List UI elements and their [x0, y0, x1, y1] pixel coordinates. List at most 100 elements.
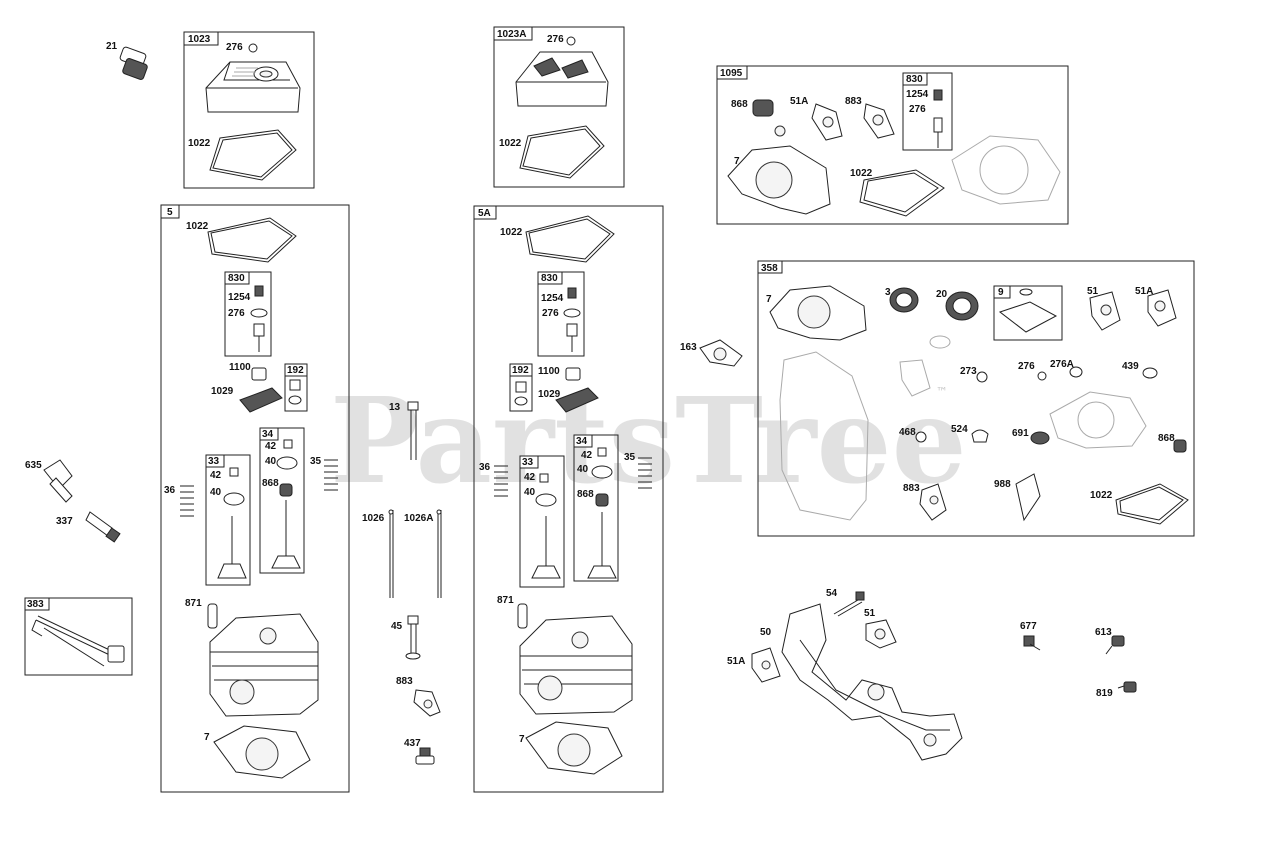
callout-36: 36 — [479, 462, 491, 473]
group-tag: 34 — [576, 436, 588, 447]
group-tag: 1023A — [497, 29, 526, 40]
callout-1254: 1254 — [541, 293, 564, 304]
group-1095: 1095 — [716, 65, 1069, 225]
group-830-left: 830 — [224, 271, 272, 357]
callout-1029: 1029 — [538, 389, 561, 400]
spark-plug-parts — [43, 459, 121, 543]
callout-1022: 1022 — [500, 227, 523, 238]
callout-1254: 1254 — [906, 89, 929, 100]
group-192-right: 192 — [509, 363, 533, 412]
group-33-right: 33 — [519, 455, 565, 588]
callout-54: 54 — [826, 588, 838, 599]
group-34-left: 34 — [259, 427, 305, 574]
callout-13: 13 — [389, 402, 401, 413]
callout-50: 50 — [760, 627, 772, 638]
callout-36: 36 — [164, 485, 176, 496]
callout-337: 337 — [56, 516, 73, 527]
callout-871: 871 — [185, 598, 202, 609]
group-tag: 5A — [478, 208, 491, 219]
group-tag: 33 — [208, 456, 220, 467]
callout-42: 42 — [581, 450, 593, 461]
group-tag: 5 — [167, 207, 173, 218]
callout-1022: 1022 — [188, 138, 211, 149]
group-tag: 1023 — [188, 34, 211, 45]
group-34-right: 34 — [573, 434, 619, 582]
callout-273: 273 — [960, 366, 977, 377]
group-tag: 9 — [998, 287, 1004, 298]
callout-40: 40 — [524, 487, 536, 498]
callout-1100: 1100 — [538, 366, 560, 377]
callout-691: 691 — [1012, 428, 1029, 439]
spark-plug-tool-part — [31, 615, 125, 667]
callout-883: 883 — [903, 483, 920, 494]
callout-883: 883 — [845, 96, 862, 107]
callout-51: 51 — [1087, 286, 1099, 297]
group-830-right: 830 — [537, 271, 585, 357]
cover-gasket-alt-part — [519, 125, 605, 179]
callout-3: 3 — [885, 287, 891, 298]
callout-988: 988 — [994, 479, 1011, 490]
callout-437: 437 — [404, 738, 421, 749]
group-tag: 34 — [262, 429, 274, 440]
callout-276: 276 — [547, 34, 564, 45]
callout-35: 35 — [310, 456, 322, 467]
group-383: 383 — [24, 597, 133, 676]
group-tag: 33 — [522, 457, 534, 468]
callout-51: 51 — [864, 608, 876, 619]
callout-1022: 1022 — [850, 168, 873, 179]
callout-1029: 1029 — [211, 386, 234, 397]
callout-868: 868 — [577, 489, 594, 500]
callout-21: 21 — [106, 41, 118, 52]
callout-35: 35 — [624, 452, 636, 463]
breather-cap-part — [119, 46, 148, 80]
callout-42: 42 — [210, 470, 222, 481]
kit-358-parts — [769, 285, 1189, 525]
callout-276: 276 — [542, 308, 559, 319]
watermark: PartsTree — [330, 371, 967, 510]
manifold-parts — [751, 591, 1137, 761]
callout-276a: 276A — [1050, 359, 1074, 370]
callout-51a: 51A — [790, 96, 808, 107]
callout-468: 468 — [899, 427, 916, 438]
callout-45: 45 — [391, 621, 403, 632]
group-tag: 830 — [228, 273, 245, 284]
callout-276: 276 — [1018, 361, 1035, 372]
callout-40: 40 — [210, 487, 222, 498]
callout-40: 40 — [265, 456, 277, 467]
callout-7: 7 — [766, 294, 772, 305]
group-tag: 830 — [906, 74, 923, 85]
group-tag: 358 — [761, 263, 778, 274]
rocker-cover-alt-part — [515, 36, 609, 107]
group-tag: 1095 — [720, 68, 743, 79]
callout-1100: 1100 — [229, 362, 251, 373]
cover-gasket-part — [209, 129, 297, 181]
callout-7: 7 — [734, 156, 740, 167]
group-830-kit: 830 — [902, 72, 953, 151]
callout-1254: 1254 — [228, 292, 251, 303]
callout-677: 677 — [1020, 621, 1037, 632]
callout-1026a: 1026A — [404, 513, 433, 524]
group-tag: 830 — [541, 273, 558, 284]
group-358: 358 — [757, 260, 1195, 537]
callout-276: 276 — [909, 104, 926, 115]
rocker-cover-part — [205, 43, 301, 113]
group-1023a: 1023A — [493, 26, 625, 188]
callout-1022: 1022 — [1090, 490, 1113, 501]
callout-276: 276 — [226, 42, 243, 53]
callout-635: 635 — [25, 460, 42, 471]
callout-51a: 51A — [727, 656, 745, 667]
callout-868: 868 — [262, 478, 279, 489]
callout-613: 613 — [1095, 627, 1112, 638]
callout-40: 40 — [577, 464, 589, 475]
group-9: 9 — [993, 285, 1063, 341]
kit-1095-parts — [727, 89, 1061, 217]
group-tag: 383 — [27, 599, 44, 610]
callout-51a: 51A — [1135, 286, 1153, 297]
callout-20: 20 — [936, 289, 948, 300]
callout-883: 883 — [396, 676, 413, 687]
callout-1026: 1026 — [362, 513, 385, 524]
callout-42: 42 — [524, 472, 536, 483]
callout-871: 871 — [497, 595, 514, 606]
group-5: 5 — [160, 204, 350, 793]
